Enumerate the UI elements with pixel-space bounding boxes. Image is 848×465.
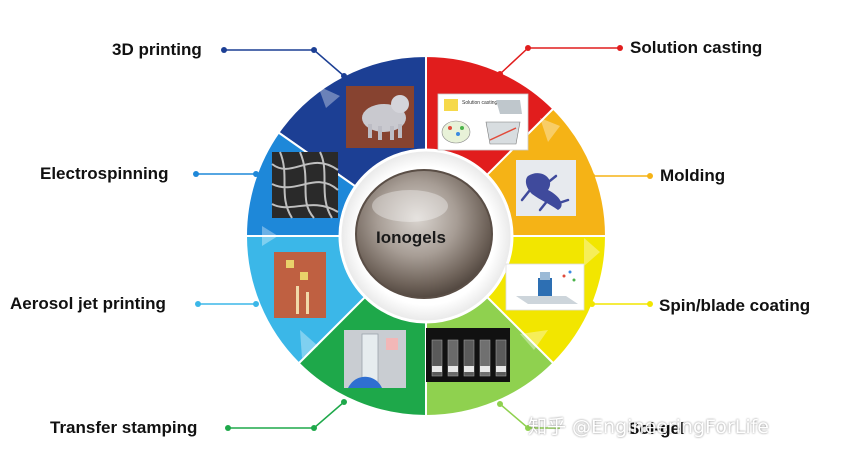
thumb-3d-printing: [346, 86, 414, 148]
leader-sol-gel: [497, 401, 560, 431]
thumb-sol-gel: [426, 328, 510, 382]
ionogel-rim: [355, 169, 493, 299]
label-transfer-stamping: Transfer stamping: [50, 418, 198, 437]
thumb-solution-casting-caption: Solution casting: [462, 100, 498, 106]
center-label: Ionogels: [376, 228, 446, 247]
label-sol-gel: Sol-gel: [628, 419, 685, 438]
leader-spin-blade-coating: [589, 301, 653, 307]
leader-3d-printing: [221, 47, 347, 79]
thumb-aerosol-jet-printing: [274, 252, 326, 318]
label-solution-casting: Solution casting: [630, 38, 763, 57]
leader-electrospinning: [193, 171, 259, 177]
segment-notch: [584, 238, 600, 266]
label-electrospinning: Electrospinning: [40, 164, 169, 183]
label-molding: Molding: [660, 166, 726, 185]
watermark: 知乎 @EngineeringForLife: [528, 416, 769, 438]
thumb-solution-casting: Solution casting: [437, 93, 529, 151]
leader-solution-casting: [497, 45, 623, 77]
leader-transfer-stamping: [225, 399, 347, 431]
leader-aerosol-jet-printing: [195, 301, 259, 307]
thumb-spin-blade-coating: [505, 263, 585, 311]
segment-notch: [262, 226, 278, 246]
thumb-molding: [516, 160, 576, 216]
ionogel-highlight: [372, 190, 448, 222]
ionogel-sample-image: [356, 170, 492, 298]
segment-notch: [300, 330, 318, 358]
segment-notch: [318, 86, 340, 108]
label-aerosol-jet-printing: Aerosol jet printing: [10, 294, 166, 313]
leader-molding: [589, 173, 653, 179]
label-3d-printing: 3D printing: [112, 40, 202, 59]
segment-notch: [540, 118, 560, 142]
thumb-electrospinning: [271, 151, 339, 219]
label-spin-blade-coating: Spin/blade coating: [659, 296, 811, 315]
thumb-transfer-stamping: [344, 330, 406, 388]
segment-notch: [520, 330, 548, 350]
